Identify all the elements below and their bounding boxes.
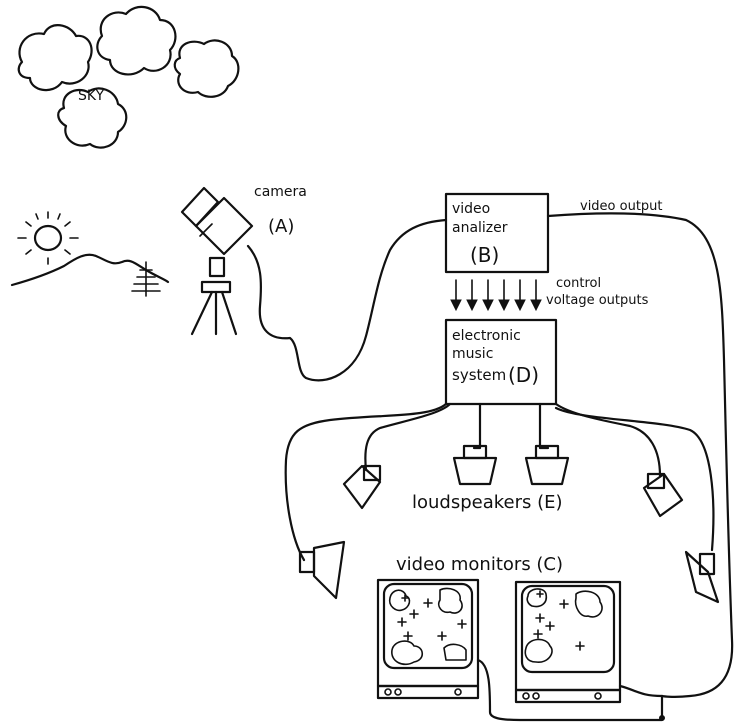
tree-icon — [132, 262, 160, 296]
camera-label: camera — [254, 184, 307, 200]
camera-icon — [182, 188, 252, 334]
sky-label: SKY — [78, 88, 105, 104]
sun — [18, 212, 78, 264]
speaker-icon — [300, 542, 344, 598]
camera-id: (A) — [268, 216, 294, 237]
video-monitor — [516, 582, 620, 702]
speaker-icon — [526, 446, 568, 484]
music-label-line2: music — [452, 346, 493, 362]
sun-disk — [35, 226, 61, 250]
music-id: (D) — [508, 363, 539, 387]
cable-junction — [660, 716, 665, 721]
sun-rays — [18, 212, 78, 264]
control-label-line2: voltage outputs — [546, 293, 649, 308]
cloud-2 — [97, 7, 175, 75]
monitors-label: video monitors (C) — [396, 554, 563, 575]
cloud-3 — [175, 40, 239, 96]
speaker-cables — [286, 404, 714, 560]
video-output-label: video output — [580, 199, 663, 214]
camera-cable — [248, 220, 446, 380]
cloud-1 — [19, 25, 92, 90]
speaker-icon — [454, 446, 496, 484]
video-monitor — [378, 580, 478, 698]
analyzer-label-line1: video — [452, 201, 490, 217]
speaker-icon — [644, 474, 682, 516]
control-label-line1: control — [556, 276, 601, 291]
music-label-line1: electronic — [452, 328, 521, 344]
control-voltage-arrows — [451, 280, 541, 310]
analyzer-id: (B) — [470, 243, 499, 267]
loudspeakers-label: loudspeakers (E) — [412, 492, 563, 513]
speaker-icon — [686, 552, 718, 602]
speaker-icon — [344, 466, 380, 508]
analyzer-label-line2: analizer — [452, 220, 508, 236]
clouds: SKY — [19, 7, 239, 148]
music-label-line3: system — [452, 366, 506, 384]
